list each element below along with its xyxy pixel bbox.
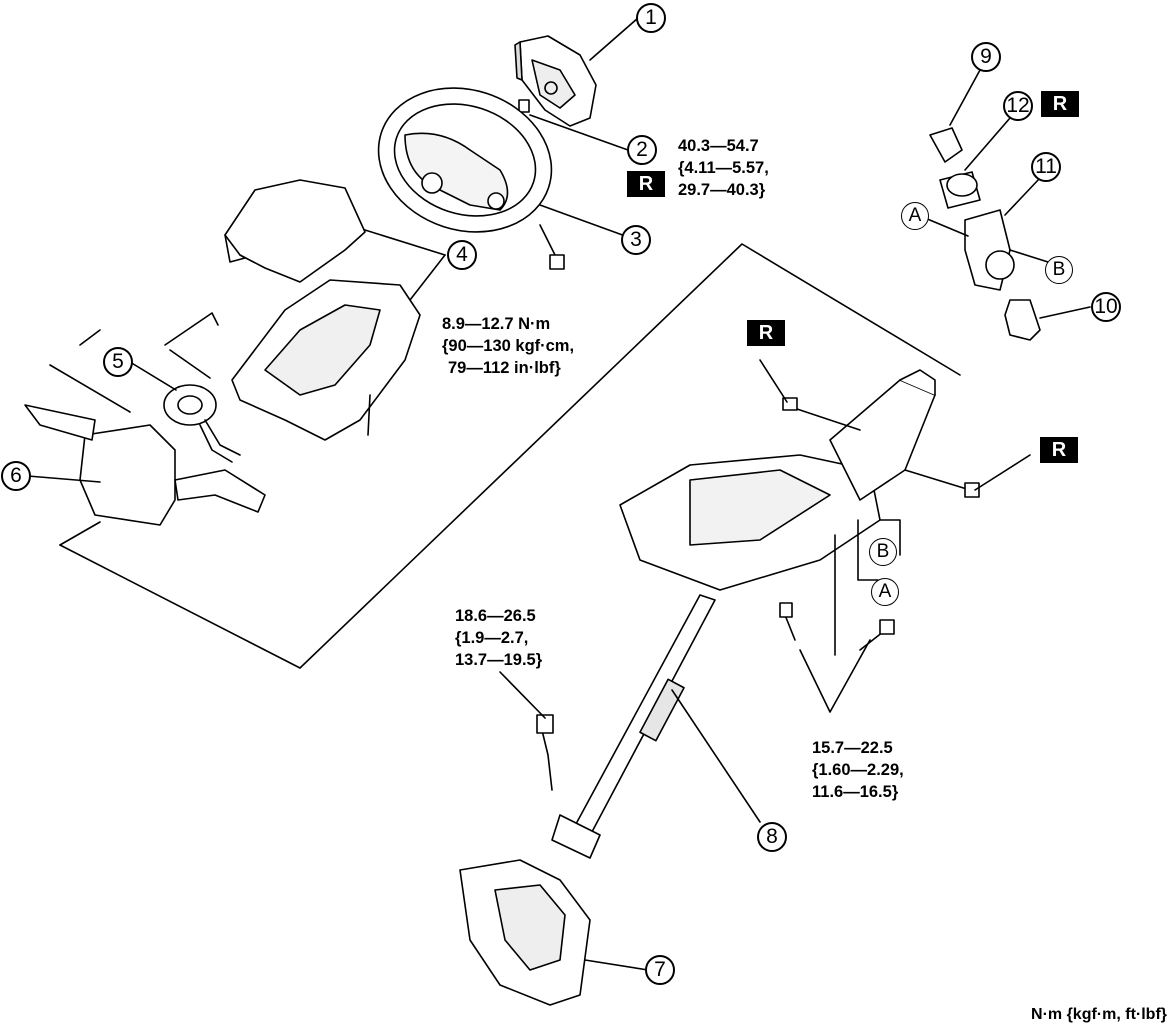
marker-b-column: B xyxy=(869,538,897,566)
callout-4: 4 xyxy=(447,240,477,270)
airbag-module xyxy=(514,35,597,127)
group-outline xyxy=(59,243,961,669)
marker-a-column: A xyxy=(871,578,899,606)
key-cylinder-parts xyxy=(929,127,1041,341)
wheel-bolt xyxy=(539,224,565,270)
torque-spec-joint-bolt: 18.6—26.5 {1.9—2.7, 13.7—19.5} xyxy=(455,607,543,669)
callout-12: 12 xyxy=(1003,91,1033,121)
torque-spec-column-bolts: 15.7—22.5 {1.60—2.29, 11.6—16.5} xyxy=(812,739,904,801)
steering-column xyxy=(551,369,936,859)
callout-5: 5 xyxy=(103,347,133,377)
replace-badge-nut: R xyxy=(627,171,665,197)
replace-badge-column-side: R xyxy=(1040,437,1078,463)
torque-spec-steering-wheel-nut: 40.3—54.7 {4.11—5.57, 29.7—40.3} xyxy=(678,137,769,199)
torque-spec-airbag-bolt: 8.9—12.7 N·m {90—130 kgf·cm, 79—112 in·l… xyxy=(442,315,575,377)
torque-units-legend: N·m {kgf·m, ft·lbf} xyxy=(1031,1006,1167,1023)
upper-column-cover xyxy=(224,179,366,283)
callout-1: 1 xyxy=(636,3,666,33)
callout-6: 6 xyxy=(1,461,31,491)
steering-wheel xyxy=(377,87,553,233)
callout-8: 8 xyxy=(757,822,787,852)
callout-9: 9 xyxy=(971,42,1001,72)
callout-7: 7 xyxy=(645,955,675,985)
group-outline-upper xyxy=(49,364,131,413)
replace-badge-ignition: R xyxy=(1041,91,1079,117)
replace-badge-column-top: R xyxy=(747,320,785,346)
clock-spring xyxy=(163,384,241,463)
lower-column-cover xyxy=(231,279,421,441)
marker-b-ignition: B xyxy=(1045,256,1073,284)
callout-10: 10 xyxy=(1091,292,1121,322)
combination-switch xyxy=(24,404,266,526)
marker-a-ignition: A xyxy=(901,202,929,230)
column-lower-panel xyxy=(459,859,591,1006)
callout-11: 11 xyxy=(1031,152,1061,182)
callout-2: 2 xyxy=(627,135,657,165)
column-bolts xyxy=(536,397,980,791)
callout-3: 3 xyxy=(621,225,651,255)
